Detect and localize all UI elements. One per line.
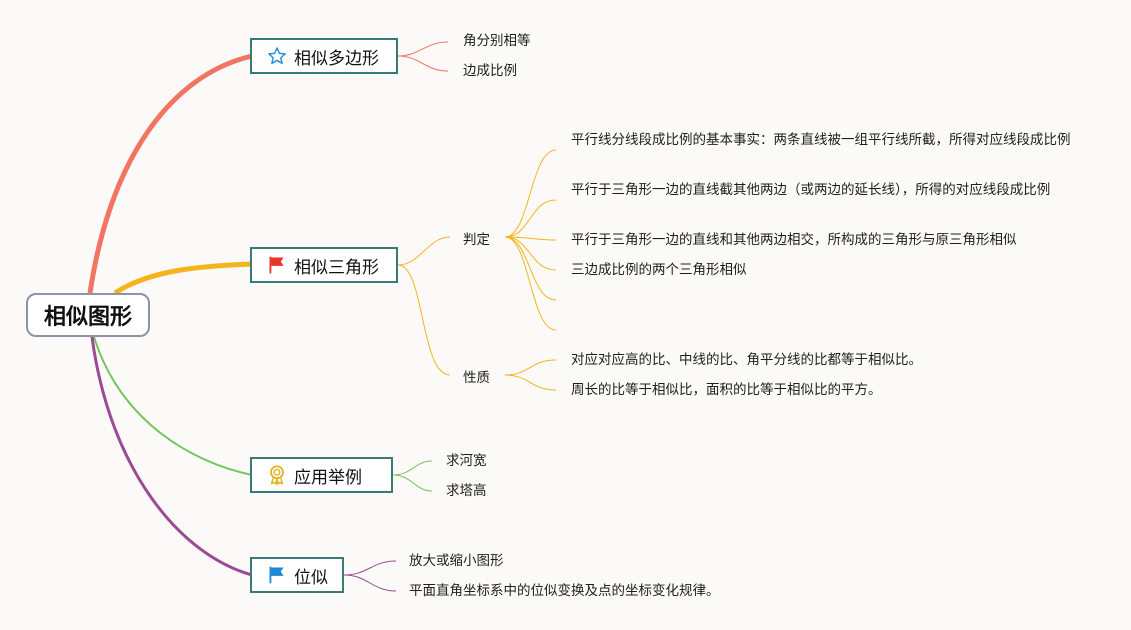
leaf-connector bbox=[392, 460, 433, 476]
branch-connector-homothety bbox=[90, 336, 253, 577]
leaf-connector bbox=[504, 236, 557, 241]
topic-label: 位似 bbox=[294, 567, 328, 588]
leaf-connector bbox=[397, 55, 449, 72]
root-topic-label: 相似图形 bbox=[43, 305, 132, 330]
topic-label: 相似多边形 bbox=[294, 48, 379, 69]
topic-similar-polygon[interactable]: 相似多边形 bbox=[250, 38, 398, 74]
leaf-connector bbox=[343, 560, 397, 576]
leaf-item[interactable]: 平面直角坐标系中的位似变换及点的坐标变化规律。 bbox=[409, 583, 720, 599]
branch-connector-application bbox=[93, 336, 253, 476]
leaf-connector bbox=[504, 236, 557, 301]
leaf-item[interactable]: 角分别相等 bbox=[463, 33, 531, 49]
topic-application[interactable]: 应用举例 bbox=[250, 457, 393, 493]
branch-connector-polygon bbox=[87, 53, 253, 294]
leaf-item[interactable]: 求河宽 bbox=[446, 453, 487, 469]
leaf-item[interactable]: 对应对应高的比、中线的比、角平分线的比都等于相似比。 bbox=[571, 352, 922, 368]
subtopic-property[interactable]: 性质 bbox=[463, 370, 490, 386]
leaf-item[interactable]: 求塔高 bbox=[446, 483, 487, 499]
sub-connector-judge bbox=[397, 236, 451, 266]
sub-connector-property bbox=[397, 264, 451, 376]
leaf-item[interactable]: 边成比例 bbox=[463, 63, 517, 79]
leaf-connector bbox=[504, 359, 557, 376]
leaf-connector bbox=[504, 149, 557, 238]
topic-similar-triangle[interactable]: 相似三角形 bbox=[250, 247, 398, 283]
red-flag-icon bbox=[266, 254, 288, 276]
topic-label: 应用举例 bbox=[294, 467, 362, 488]
star-icon bbox=[266, 45, 288, 67]
root-topic[interactable]: 相似图形 bbox=[26, 293, 150, 337]
leaf-item[interactable]: 平行线分线段成比例的基本事实：两条直线被一组平行线所截，所得对应线段成比例 bbox=[571, 132, 1071, 148]
branch-connector-triangle bbox=[113, 261, 253, 296]
blue-flag-icon bbox=[266, 564, 288, 586]
leaf-item[interactable]: 平行于三角形一边的直线和其他两边相交，所构成的三角形与原三角形相似 bbox=[571, 232, 1017, 248]
leaf-item[interactable]: 放大或缩小图形 bbox=[409, 553, 504, 569]
subtopic-judgement[interactable]: 判定 bbox=[463, 232, 490, 248]
leaf-connector bbox=[504, 236, 557, 331]
leaf-item[interactable]: 周长的比等于相似比，面积的比等于相似比的平方。 bbox=[571, 382, 882, 398]
leaf-connector bbox=[504, 236, 557, 271]
leaf-item[interactable]: 平行于三角形一边的直线截其他两边（或两边的延长线），所得的对应线段成比例 bbox=[571, 182, 1051, 198]
leaf-connector bbox=[397, 41, 449, 57]
award-icon bbox=[266, 464, 288, 486]
leaf-connector bbox=[504, 199, 557, 238]
leaf-connector bbox=[392, 474, 433, 492]
topic-homothety[interactable]: 位似 bbox=[250, 557, 344, 593]
topic-label: 相似三角形 bbox=[294, 257, 379, 278]
leaf-connector bbox=[504, 374, 557, 391]
leaf-connector bbox=[343, 574, 397, 592]
leaf-item[interactable]: 三边成比例的两个三角形相似 bbox=[571, 262, 747, 278]
